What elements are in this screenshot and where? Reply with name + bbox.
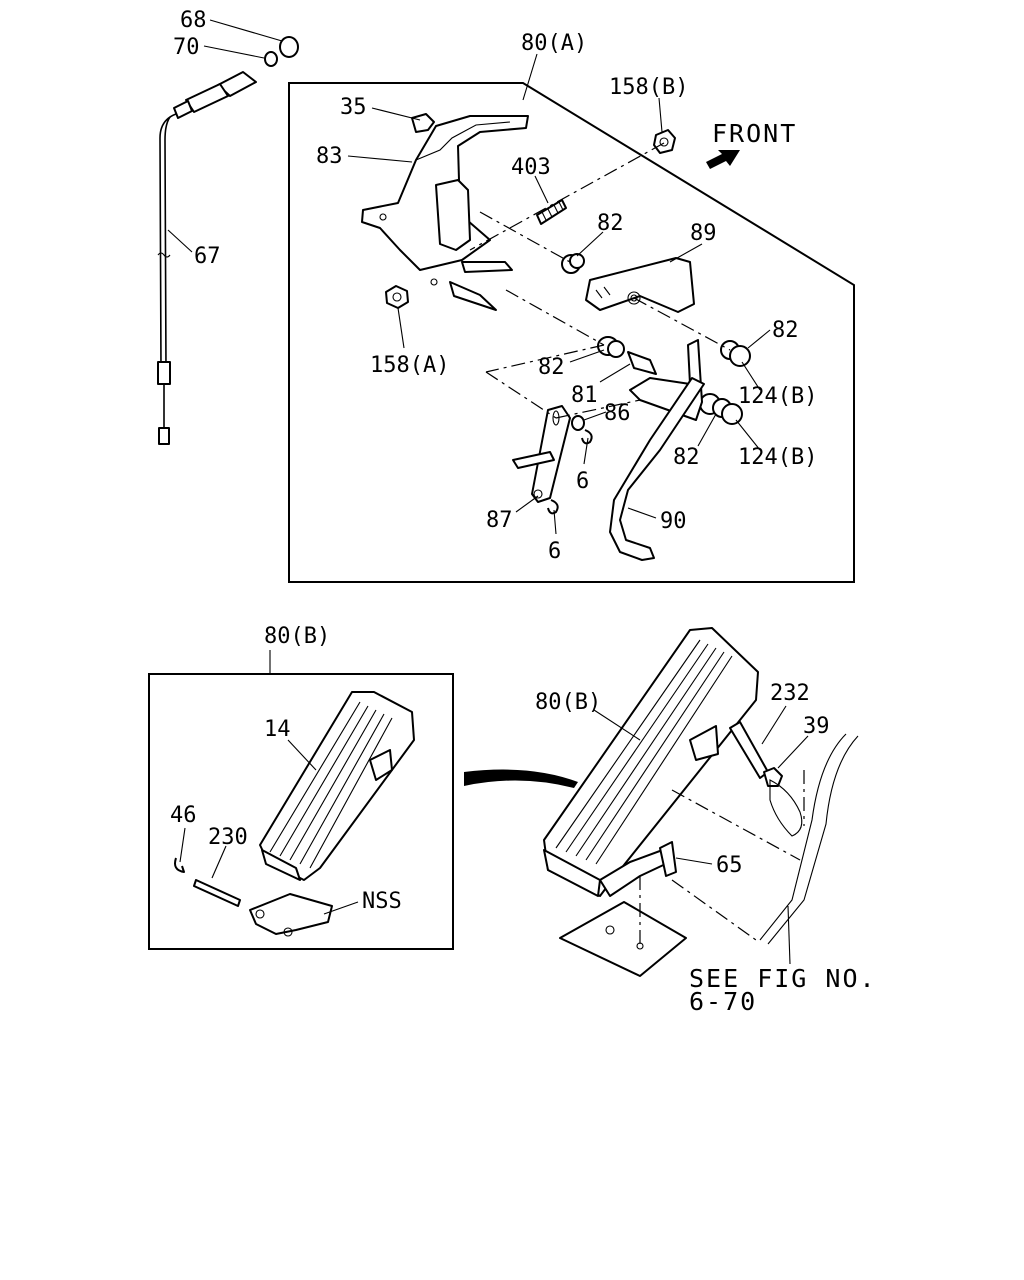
label-39: 39 [803,714,830,739]
nut-158a [385,285,409,309]
label-124b-top: 124(B) [738,384,817,409]
washer-86 [571,415,585,431]
accelerator-cable [157,36,299,445]
pin-81 [627,351,657,375]
bushing-82-low [699,393,743,425]
label-80b-box: 80(B) [264,624,330,649]
label-82-low: 82 [673,445,700,470]
label-35: 35 [340,95,367,120]
label-86: 86 [604,401,631,426]
see-fig-number: 6-70 [689,987,757,1016]
label-230: 230 [208,825,248,850]
label-nss: NSS [362,889,402,914]
bushing-82-mid [597,336,625,358]
label-82-mid: 82 [538,355,565,380]
label-82-right: 82 [772,318,799,343]
label-403: 403 [511,155,551,180]
label-80b-main: 80(B) [535,690,601,715]
label-14: 14 [264,717,291,742]
label-68: 68 [180,8,207,33]
alignment-lines-top [469,142,731,419]
label-89: 89 [690,221,717,246]
clip-6-b [547,499,559,515]
label-46: 46 [170,803,197,828]
part-labels: 68 70 67 80(A) 35 83 158(B) FRONT 403 82… [170,8,877,1016]
label-83: 83 [316,144,343,169]
assembly-80b-box [148,673,454,950]
label-65: 65 [716,853,743,878]
label-81: 81 [571,383,598,408]
spring-403 [536,199,567,225]
label-158a: 158(A) [370,353,449,378]
see-fig-reference: SEE FIG NO. [689,964,877,993]
bushing-82-top [561,253,585,274]
label-6-a: 6 [576,469,589,494]
label-158b: 158(B) [609,75,688,100]
transition-arrow-icon [464,769,578,788]
label-67: 67 [194,244,221,269]
bracket-83 [361,115,529,311]
label-front: FRONT [712,119,797,148]
label-232: 232 [770,681,810,706]
nut-158b [653,129,676,154]
leader-lines [167,19,809,965]
label-87: 87 [486,508,513,533]
assembly-80a-box [288,82,855,583]
label-70: 70 [173,35,200,60]
clip-6-a [581,429,593,445]
lever-89 [585,257,695,313]
label-124b-low: 124(B) [738,445,817,470]
label-82-top: 82 [597,211,624,236]
label-6-b: 6 [548,539,561,564]
link-87 [512,405,571,503]
label-90: 90 [660,509,687,534]
front-arrow-icon [706,150,740,169]
clip-35 [411,113,435,133]
label-80a: 80(A) [521,31,587,56]
bushing-82-right [720,340,751,367]
installed-pedal [543,627,859,977]
